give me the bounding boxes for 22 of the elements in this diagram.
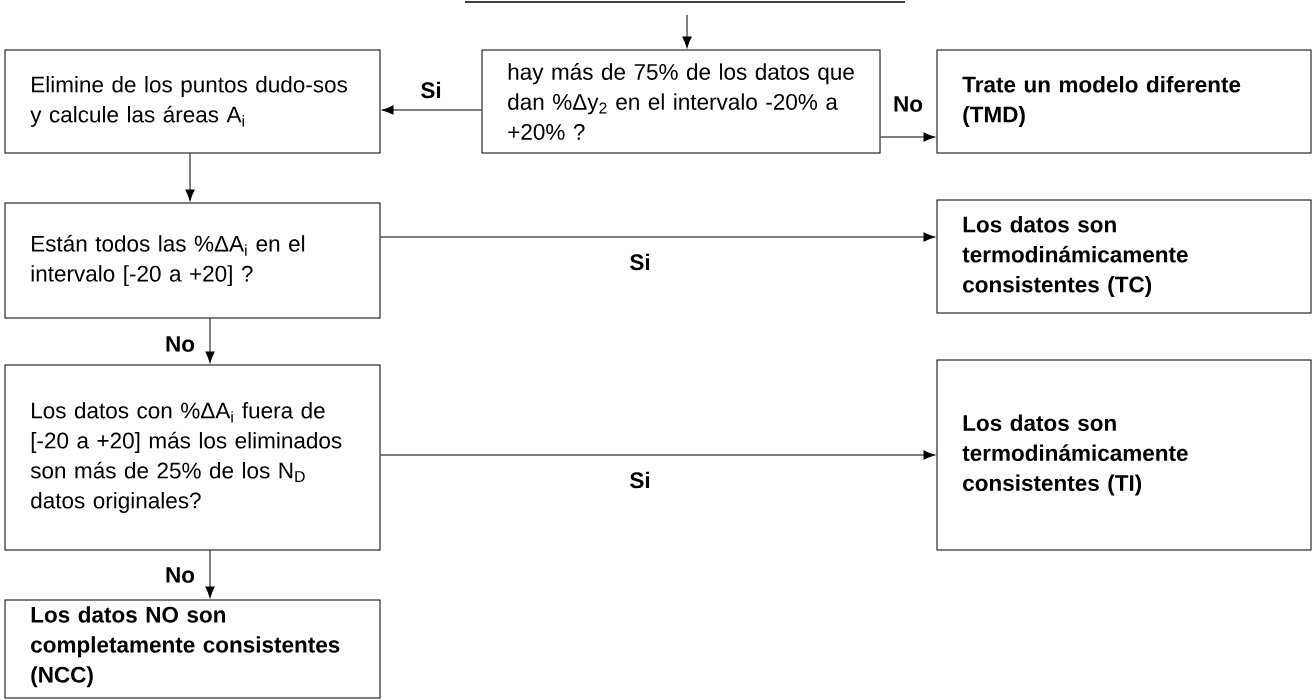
arrow: [380, 450, 935, 460]
result-box: Trate un modelo diferente (TMD): [936, 49, 1312, 154]
decision-box: Están todos las %ΔA$_{i}$ en el intervalo [-20 a +20] ?: [4, 202, 381, 319]
edge-label: No: [164, 566, 196, 584]
result-box: Los datos son termodinámicamente consistentes (TI): [936, 359, 1312, 551]
edge-label: No: [892, 95, 924, 113]
result-box: Los datos son termodinámicamente consistentes (TC): [936, 199, 1312, 314]
edge-label: Si: [628, 470, 652, 490]
result-box: Los datos NO son completamente consistentes (NCC): [4, 599, 381, 699]
arrow: [382, 105, 482, 115]
arrow: [205, 550, 215, 598]
edge-label: Si: [419, 80, 443, 100]
arrow: [682, 14, 692, 48]
edge-label: No: [164, 335, 196, 353]
arrow: [185, 153, 195, 201]
arrow: [205, 318, 215, 363]
decision-box: hay más de 75% de los datos que dan %Δy$_{2}$ en el intervalo -20% a +20% ?: [481, 49, 881, 154]
arrow: [880, 132, 935, 142]
edge-label: Si: [628, 252, 652, 272]
process-box: Elimine de los puntos dudo-sos y calcule las áreas A$_{i}$: [4, 49, 381, 154]
arrow: [380, 232, 935, 242]
decision-box: Los datos con %ΔA$_{i}$ fuera de [-20 a +20] más los eliminados son más de 25% de los N$_{D}$ datos originales?: [4, 364, 381, 551]
